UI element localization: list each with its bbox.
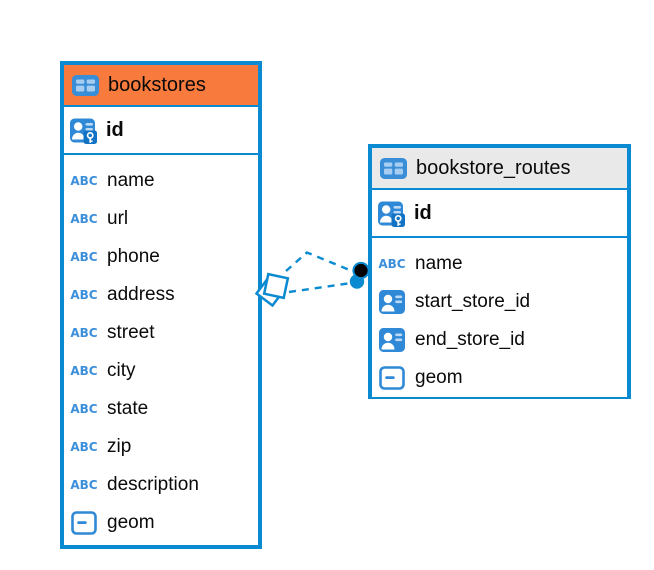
primary-key-icon [69,117,99,144]
text-column-icon: ABC [70,364,98,378]
column-name: name [415,253,463,274]
geometry-column-icon [69,511,99,535]
table-bookstore-routes[interactable]: bookstore_routes id ABC name start_store… [368,144,631,399]
column-name: geom [415,367,463,388]
column-name: phone [107,246,160,267]
text-column-icon: ABC [70,402,98,416]
text-column-icon: ABC [70,212,98,226]
column-row[interactable]: start_store_id [372,283,627,321]
text-column-icon: ABC [70,478,98,492]
foreign-key-column-icon [377,328,407,352]
column-name: name [107,170,155,191]
foreign-key-column-icon [377,290,407,314]
text-column-icon: ABC [378,257,406,271]
column-name: url [107,208,129,229]
geometry-column-icon [377,366,407,390]
table-icon [70,75,100,96]
column-name: end_store_id [415,329,525,350]
text-column-icon: ABC [70,288,98,302]
table-bookstores[interactable]: bookstores id ABC name ABC url ABC phone… [60,61,262,549]
text-column-icon: ABC [70,440,98,454]
column-name: city [107,360,136,381]
table-bookstores-header[interactable]: bookstores [64,65,258,107]
column-list: ABC name start_store_id end_store_id geo… [372,238,627,397]
text-column-icon: ABC [70,174,98,188]
column-name: address [107,284,175,305]
pk-column-name: id [106,118,124,141]
relationship-line-2[interactable] [288,281,352,294]
column-row[interactable]: ABC phone [64,238,258,276]
column-row[interactable]: end_store_id [372,321,627,359]
column-row[interactable]: geom [372,359,627,397]
column-list: ABC name ABC url ABC phone ABC address A… [64,155,258,542]
column-row[interactable]: ABC name [372,245,627,283]
column-name: state [107,398,149,419]
column-row[interactable]: ABC city [64,352,258,390]
table-name: bookstores [108,73,206,96]
column-name: street [107,322,155,343]
column-row[interactable]: geom [64,504,258,542]
text-column-icon: ABC [70,326,98,340]
column-row[interactable]: ABC name [64,162,258,200]
text-column-icon: ABC [70,250,98,264]
column-name: start_store_id [415,291,531,312]
pk-row-bookstore-routes-id[interactable]: id [372,190,627,238]
table-icon [378,158,408,179]
table-name: bookstore_routes [416,156,571,179]
pk-column-name: id [414,201,432,224]
column-row[interactable]: ABC address [64,276,258,314]
column-row[interactable]: ABC url [64,200,258,238]
column-row[interactable]: ABC street [64,314,258,352]
column-row[interactable]: ABC state [64,390,258,428]
primary-key-icon [377,200,407,227]
relationship-dot-marker[interactable] [349,261,370,289]
column-row[interactable]: ABC zip [64,428,258,466]
relationship-line-1[interactable] [285,251,353,273]
column-name: zip [107,436,132,457]
table-bookstore-routes-header[interactable]: bookstore_routes [372,148,627,190]
pk-row-bookstores-id[interactable]: id [64,107,258,155]
column-row[interactable]: ABC description [64,466,258,504]
column-name: description [107,474,199,495]
column-name: geom [107,512,155,533]
